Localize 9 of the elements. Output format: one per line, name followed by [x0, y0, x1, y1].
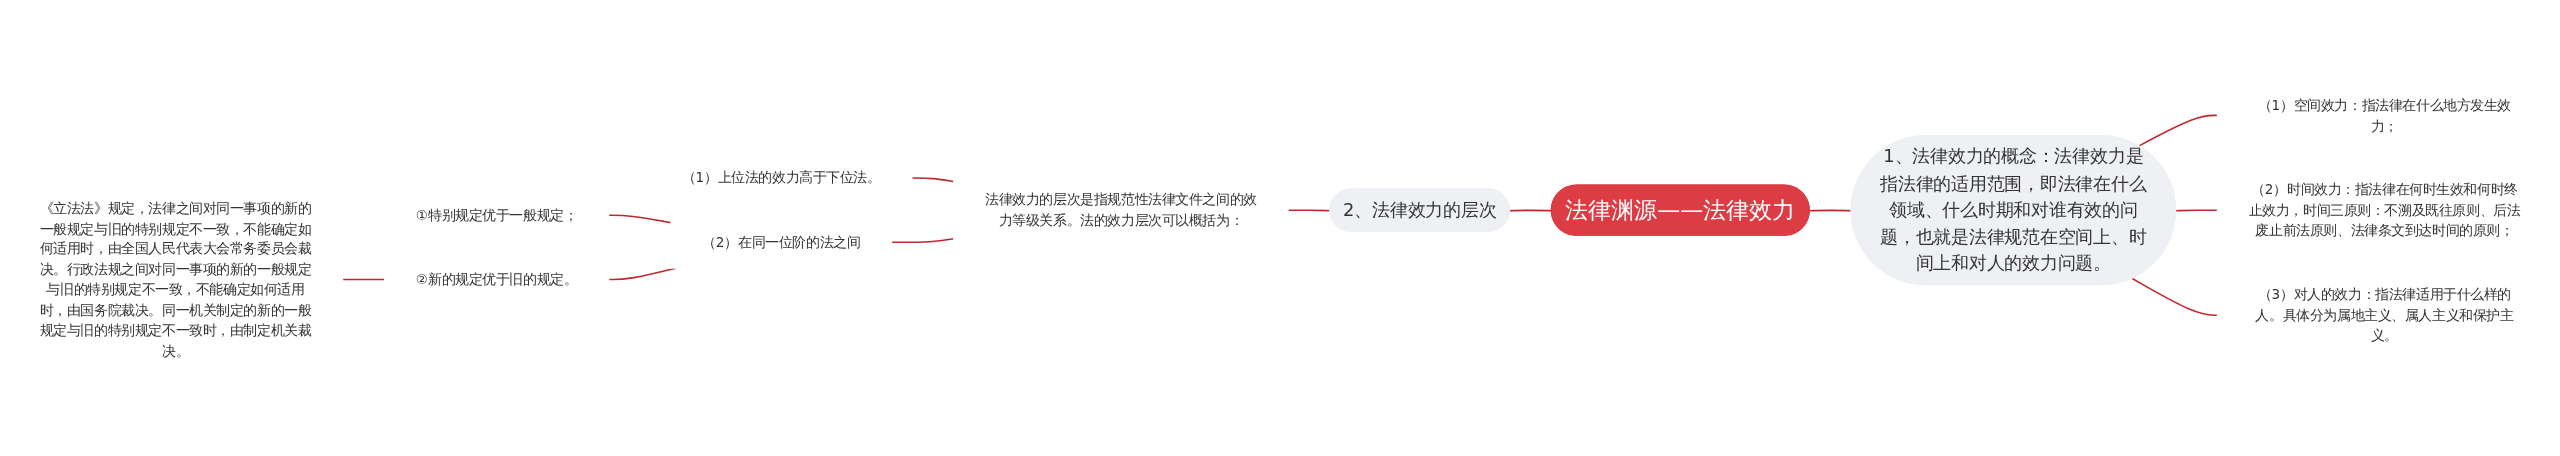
node-text: （1）上位法的效力高于下位法。	[681, 169, 881, 186]
node-text: （1）空间效力：指法律在什么地方发生效力；	[2257, 97, 2512, 134]
node-text: ①特别规定优于一般规定；	[415, 207, 578, 223]
node-text: （3）对人的效力：指法律适用于什么样的人。具体分为属地主义、属人主义和保护主义。	[2255, 286, 2514, 344]
node-text: （2）在同一位阶的法之间	[702, 234, 861, 250]
node-text: 法律效力的层次是指规范性法律文件之间的效力等级关系。法的效力层次可以概括为：	[985, 191, 1257, 228]
node-text: ②新的规定优于旧的规定。	[415, 271, 578, 288]
node-text: （2）时间效力：指法律在何时生效和何时终止效力，时间三原则：不溯及既往原则、后法废止前法原则、法律条文到达时间的原则；	[2248, 181, 2521, 239]
node-text: 《立法法》规定，法律之间对同一事项的新的一般规定与旧的特别规定不一致，不能确定如何适用时，由全国人民代表大会常务委员会裁决。行政法规之间对同一事项的新的一般规定与旧的特别规定不一致，不能确定如何适用时，由国务院裁决。同一机关制定的新的一般规定与旧的特别规定不一致时，由制定机关裁决。	[39, 200, 312, 359]
